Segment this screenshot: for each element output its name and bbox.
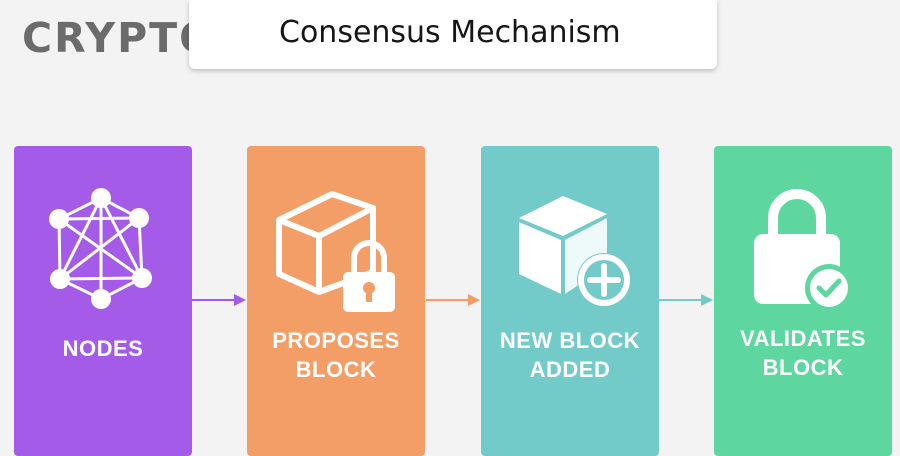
cube-lock-icon [276,191,395,312]
brand-logo-text: CRYPTO [22,14,216,62]
step-validates-block: VALIDATES BLOCK [714,146,892,456]
step-proposes-block-label: PROPOSES BLOCK [272,328,400,382]
title-card: Consensus Mechanism [189,0,717,69]
step-nodes: NODES [14,146,192,456]
step-new-block-added-label: NEW BLOCK ADDED [499,328,641,382]
arrow-right-icon [659,294,713,306]
page-title: Consensus Mechanism [279,15,621,50]
step-nodes-label: NODES [62,336,144,361]
cube-plus-icon [519,196,631,307]
step-new-block-added: NEW BLOCK ADDED [481,146,659,456]
step-validates-block-label: VALIDATES BLOCK [740,326,866,380]
network-nodes-icon [49,188,152,309]
step-proposes-block: PROPOSES BLOCK [247,146,425,456]
arrow-right-icon [426,294,480,306]
arrow-right-icon [192,294,246,306]
lock-check-icon [754,189,853,312]
